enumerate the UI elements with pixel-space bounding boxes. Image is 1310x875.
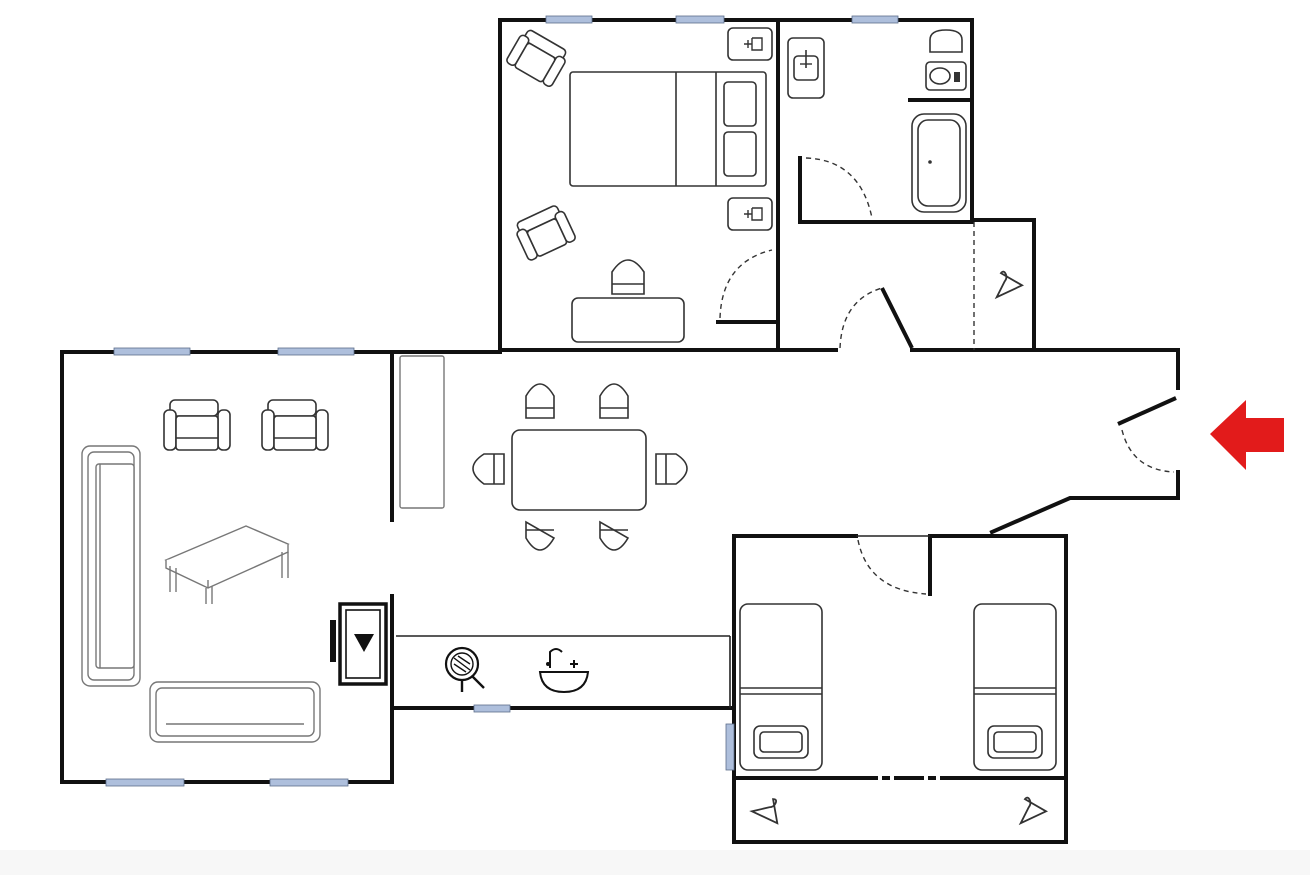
cooktop-icon <box>444 646 485 692</box>
kitchen-sink-icon <box>538 648 590 694</box>
window <box>725 723 735 771</box>
bidet-icon <box>925 61 967 91</box>
fireplace-icon <box>330 602 388 686</box>
living-room <box>81 399 388 743</box>
toilet-icon <box>929 29 963 53</box>
door-leaf <box>880 287 914 349</box>
master-bedroom <box>506 27 773 343</box>
armchair-icon <box>163 399 231 451</box>
bed-icon <box>973 603 1057 771</box>
armchair-icon <box>516 205 576 261</box>
hanger-icon <box>994 270 1025 300</box>
nightstand-icon <box>727 27 773 61</box>
entrance-door-leaf <box>1117 396 1177 426</box>
door-swing <box>1121 429 1175 473</box>
chair-icon <box>525 383 555 419</box>
door-swing <box>839 287 883 349</box>
kitchen-strip <box>444 646 590 694</box>
hall-bottom-wall <box>989 496 1180 535</box>
windows <box>105 15 899 787</box>
chair-icon <box>599 383 629 419</box>
window <box>277 347 355 356</box>
chair-icon <box>655 453 688 485</box>
bathtub-icon <box>911 113 967 213</box>
desk-icon <box>571 297 685 343</box>
hall-top-wall <box>498 348 1180 390</box>
door-swing <box>857 539 927 595</box>
window <box>105 778 185 787</box>
twin-bedroom <box>739 603 1057 826</box>
bed-icon <box>739 603 823 771</box>
window <box>675 15 725 24</box>
hanger-icon <box>749 798 779 825</box>
armchair-icon <box>506 29 567 87</box>
chair-icon <box>525 520 556 551</box>
sofa-icon <box>149 681 321 743</box>
chair-icon <box>472 453 505 485</box>
doors <box>719 157 1177 595</box>
window <box>545 15 593 24</box>
sink-icon <box>787 37 825 99</box>
entrance-arrow-icon <box>1210 400 1284 470</box>
bed-icon <box>569 71 767 187</box>
sofa-icon <box>81 445 141 687</box>
chair-icon <box>599 520 630 551</box>
coffee-table-icon <box>164 525 290 604</box>
console-shelf <box>399 355 445 509</box>
closet-walls <box>970 218 1036 352</box>
hall-dining <box>399 355 688 551</box>
door-swing <box>805 157 873 219</box>
nightstand-icon <box>727 197 773 231</box>
window <box>269 778 349 787</box>
window <box>473 704 511 713</box>
window <box>113 347 191 356</box>
bathroom <box>787 29 967 213</box>
armchair-icon <box>261 399 329 451</box>
door-swing <box>719 249 773 319</box>
dining-table-icon <box>511 429 647 511</box>
window <box>851 15 899 24</box>
page-footer-band <box>0 850 1310 875</box>
master-bedroom-walls <box>498 18 974 354</box>
hanger-icon <box>1018 796 1049 826</box>
walk-in-closet <box>994 270 1025 300</box>
chair-icon <box>611 259 645 295</box>
walls <box>60 18 1180 844</box>
